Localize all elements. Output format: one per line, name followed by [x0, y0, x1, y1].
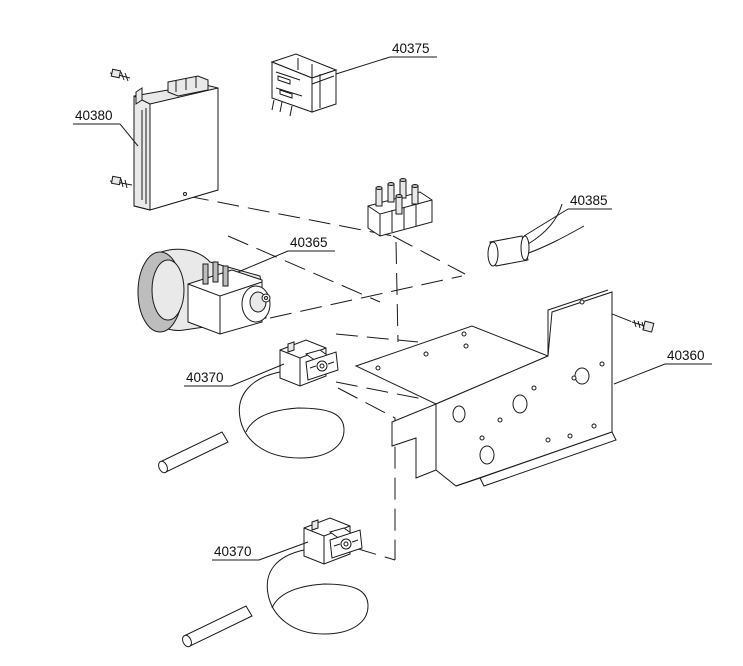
screw-icon: [109, 175, 133, 189]
part-number-label: 40385: [570, 193, 608, 208]
thermostat-upper-part: [158, 339, 345, 474]
thermostat-lower-part: [182, 517, 369, 648]
part-number-label: 40360: [667, 348, 705, 363]
screw-icon: [109, 68, 131, 82]
screw-icon: [631, 319, 655, 333]
capacitor-part: [487, 203, 585, 267]
timer-motor-part: [137, 248, 271, 335]
timer-switch-module-part: [109, 68, 219, 211]
part-number-label: 40375: [392, 41, 430, 56]
mounting-bracket-part: [354, 289, 617, 487]
part-number-label: 40365: [290, 235, 328, 250]
callout-leaders: [73, 56, 712, 561]
part-number-label: 40380: [75, 108, 113, 123]
relay-part: [270, 53, 338, 117]
terminal-block-part: [367, 178, 433, 237]
assembly-guide-lines: [186, 195, 641, 561]
part-number-label: 40370: [186, 370, 224, 385]
part-number-label: 40370: [214, 544, 252, 559]
